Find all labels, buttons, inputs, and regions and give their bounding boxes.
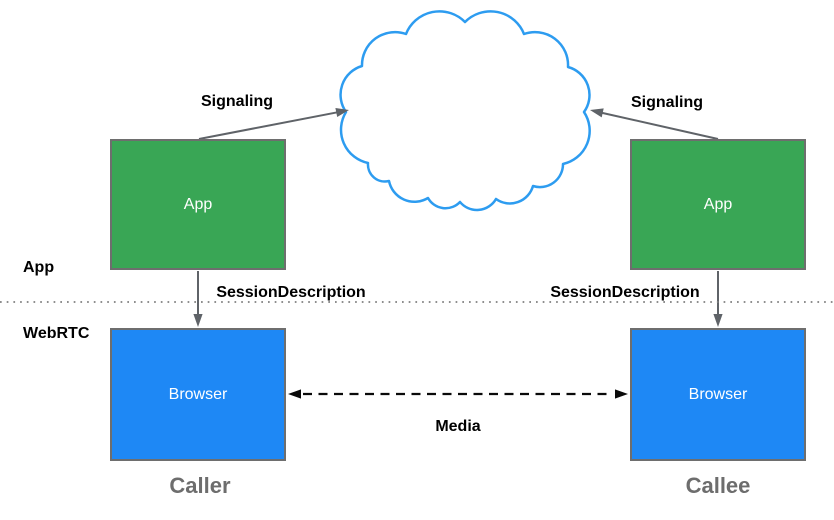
callee-app-box: App [630,139,806,270]
session-description-label-left: SessionDescription [216,284,366,301]
caller-browser-label: Browser [168,385,228,403]
caller-browser-box: Browser [110,328,286,461]
signaling-label-right: Signaling [631,94,703,111]
caller-app-box: App [110,139,286,270]
caller-app-label: App [183,195,213,213]
signaling-label-left: Signaling [201,93,273,110]
media-label: Media [435,418,481,435]
session-description-arrow-right [713,271,723,327]
callee-label: Callee [685,473,751,498]
media-arrow [288,389,628,399]
webrtc-layer-label: WebRTC [23,325,90,342]
app-layer-label: App [23,259,55,276]
session-description-label-right: SessionDescription [550,284,700,301]
signaling-arrow-right [590,108,719,140]
session-description-arrow-left [193,271,203,327]
callee-browser-label: Browser [688,385,748,403]
signaling-arrow-left [198,108,349,140]
cloud-icon [339,10,591,212]
callee-browser-box: Browser [630,328,806,461]
callee-app-label: App [703,195,733,213]
caller-label: Caller [169,473,231,498]
